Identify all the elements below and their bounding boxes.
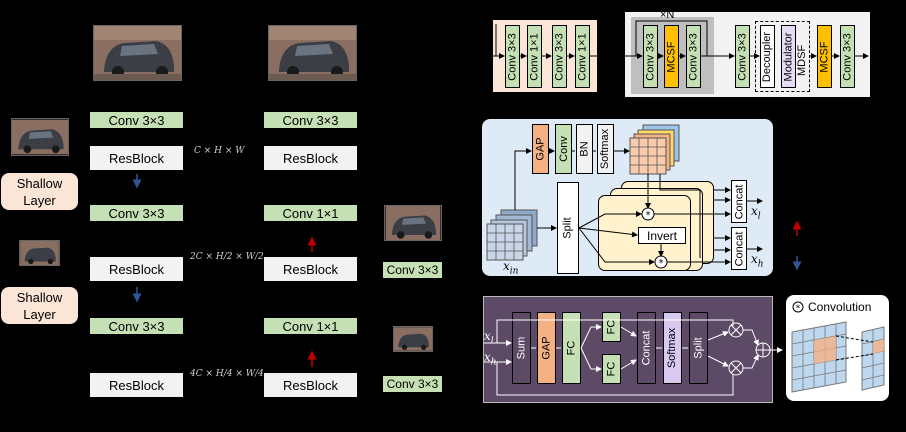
encoder-conv-2: Conv 3×3 [90, 205, 183, 221]
output-conv-1: Conv 3×3 [383, 262, 442, 278]
decoder-conv-3: Conv 1×1 [264, 318, 357, 334]
res-conv-4: Conv 1×1 [575, 25, 590, 88]
mdsf-bn: BN [576, 124, 593, 174]
attention-tensor-icon [629, 124, 680, 175]
res-conv-1: Conv 3×3 [505, 25, 520, 88]
mcsf-x-l-label: xl [484, 329, 494, 347]
mdsf-x-h-label: xh [751, 252, 764, 270]
mdsf-concat-low: Concat [731, 180, 747, 223]
inner-mcsf: MCSF [664, 25, 679, 88]
mcsf-split: Split [689, 312, 708, 384]
inner-conv-2: Conv 3×3 [686, 25, 701, 88]
car-photo-output-2 [393, 326, 433, 352]
input-tensor-icon [486, 209, 538, 261]
svg-text:*: * [646, 210, 651, 221]
dim-label-1: C × H × W [194, 146, 245, 156]
shallow-layer-box-1: Shallow Layer [1, 173, 78, 210]
decoupler-box: Decoupler [760, 25, 775, 88]
repeat-label: ×N [660, 9, 675, 21]
encoder-conv-3: Conv 3×3 [90, 318, 183, 334]
mdsf-invert: Invert [638, 227, 686, 244]
encoder-resblock-2: ResBlock [90, 257, 183, 281]
svg-text:*: * [659, 258, 664, 269]
mdsf-conv: Conv [555, 124, 572, 174]
output-conv-2: Conv 3×3 [383, 376, 442, 392]
mcsf-fc-1: FC [562, 312, 581, 384]
decoder-resblock-2: ResBlock [264, 257, 357, 281]
mcsf-detail-panel [483, 296, 773, 403]
mcsf-concat: Concat [637, 312, 656, 384]
decoder-resblock-1: ResBlock [264, 146, 357, 170]
svg-text:*: * [796, 304, 801, 314]
conv-output-grid [861, 326, 885, 391]
mcsf-softmax: Softmax [663, 312, 682, 384]
inner-conv-1: Conv 3×3 [643, 25, 658, 88]
mcsf-fc-lower: FC [602, 354, 621, 384]
outer-conv-2: Conv 3×3 [840, 25, 855, 88]
car-photo-top-left [93, 25, 182, 81]
mdsf-concat-high: Concat [731, 227, 747, 270]
res-conv-2: Conv 1×1 [527, 25, 542, 88]
mdsf-x-l-label: xl [751, 204, 761, 222]
outer-conv-1: Conv 3×3 [735, 25, 750, 88]
conv-input-grid [791, 321, 847, 393]
res-conv-3: Conv 3×3 [552, 25, 567, 88]
decoder-conv-2: Conv 1×1 [264, 205, 357, 221]
decoder-resblock-3: ResBlock [264, 373, 357, 397]
encoder-resblock-1: ResBlock [90, 146, 183, 170]
car-photo-input-2 [19, 240, 60, 266]
mdsf-softmax: Softmax [597, 124, 614, 174]
car-photo-top-right [268, 25, 357, 81]
dim-label-3: 4C × H/4 × W/4 [190, 369, 264, 379]
car-photo-input-1 [11, 118, 69, 156]
mcsf-gap: GAP [537, 312, 556, 384]
encoder-conv-1: Conv 3×3 [90, 112, 183, 128]
encoder-resblock-3: ResBlock [90, 373, 183, 397]
convolution-legend-label: Convolution [808, 300, 872, 314]
decoder-conv-1: Conv 3×3 [264, 112, 357, 128]
shallow-layer-box-2: Shallow Layer [1, 287, 78, 324]
mdsf-split: Split [557, 182, 579, 274]
mdsf-x-in-label: xin [503, 259, 519, 277]
car-photo-output-1 [384, 205, 442, 241]
modulator-box: Modulator [781, 25, 796, 88]
mdsf-gap: GAP [532, 124, 549, 174]
outer-mcsf: MCSF [817, 25, 832, 88]
dim-label-2: 2C × H/2 × W/2 [190, 252, 264, 262]
mcsf-sum: Sum [512, 312, 531, 384]
